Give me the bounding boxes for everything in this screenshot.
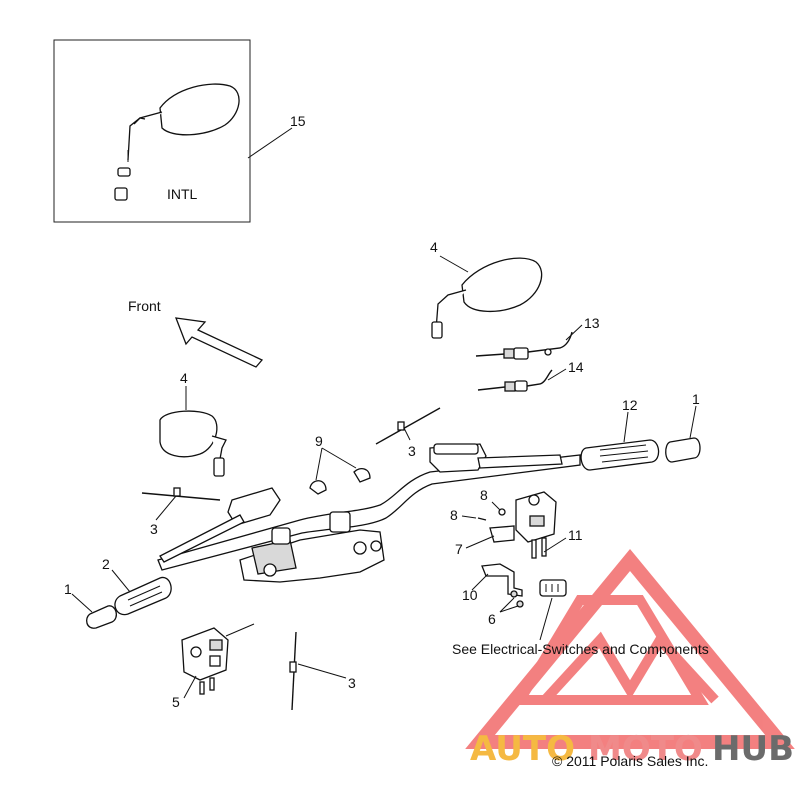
right-mirror-icon [431,257,543,339]
cable-14-icon [477,369,553,392]
inset-label: INTL [167,186,198,202]
callout-14: 14 [568,359,584,375]
wire-tie-left-icon [141,487,221,501]
nut-6-icon [510,590,524,608]
callout-1-left: 1 [64,581,72,597]
watermark-auto: AUTO [470,729,575,769]
bracket-10-icon [481,563,523,597]
watermark-text: AUTO MOTO HUB [470,729,794,769]
callout-3-top: 3 [408,443,416,459]
right-grip-icon [580,439,660,471]
watermark-logo-icon [465,548,795,749]
clip-9-icon [309,467,371,495]
callout-11: 11 [568,527,583,543]
watermark-hub: HUB [712,729,794,769]
left-grip-icon [114,576,172,616]
callout-3-left: 3 [150,521,158,537]
callout-4-left: 4 [180,370,188,386]
handlebar-icon [157,443,581,583]
left-switch-housing-icon [181,627,229,695]
left-bar-end-icon [85,605,118,629]
cable-13-icon [475,331,573,360]
copyright: © 2011 Polaris Sales Inc. [552,753,708,769]
front-label: Front [128,298,161,314]
callout-13: 13 [584,315,600,331]
callout-4-top: 4 [430,239,438,255]
right-switch-housing-icon [515,491,557,559]
watermark-moto: MOTO [588,729,703,769]
callout-5: 5 [172,694,180,710]
electrical-note: See Electrical-Switches and Components [452,641,709,657]
intl-inset-box: INTL 15 [53,39,306,223]
wire-tie-bottom-icon [289,631,297,711]
inset-mirror-icon [114,83,240,201]
left-mirror-icon [159,410,227,477]
front-direction-arrow: Front [128,298,264,368]
callout-15: 15 [290,113,306,129]
right-bar-end-icon [665,437,701,463]
bracket-7-icon [489,525,515,543]
callout-12: 12 [622,397,638,413]
wire-tie-top-icon [375,407,441,445]
callout-3-bottom: 3 [348,675,356,691]
screw-8-icon [477,508,506,521]
callout-6: 6 [488,611,496,627]
callout-9: 9 [315,433,323,449]
callout-1-right: 1 [692,391,700,407]
callout-8-mid: 8 [450,507,458,523]
connector-icon [539,579,567,597]
callout-8-top: 8 [480,487,488,503]
callout-10: 10 [462,587,478,603]
callout-7: 7 [455,541,463,557]
callout-2: 2 [102,556,110,572]
